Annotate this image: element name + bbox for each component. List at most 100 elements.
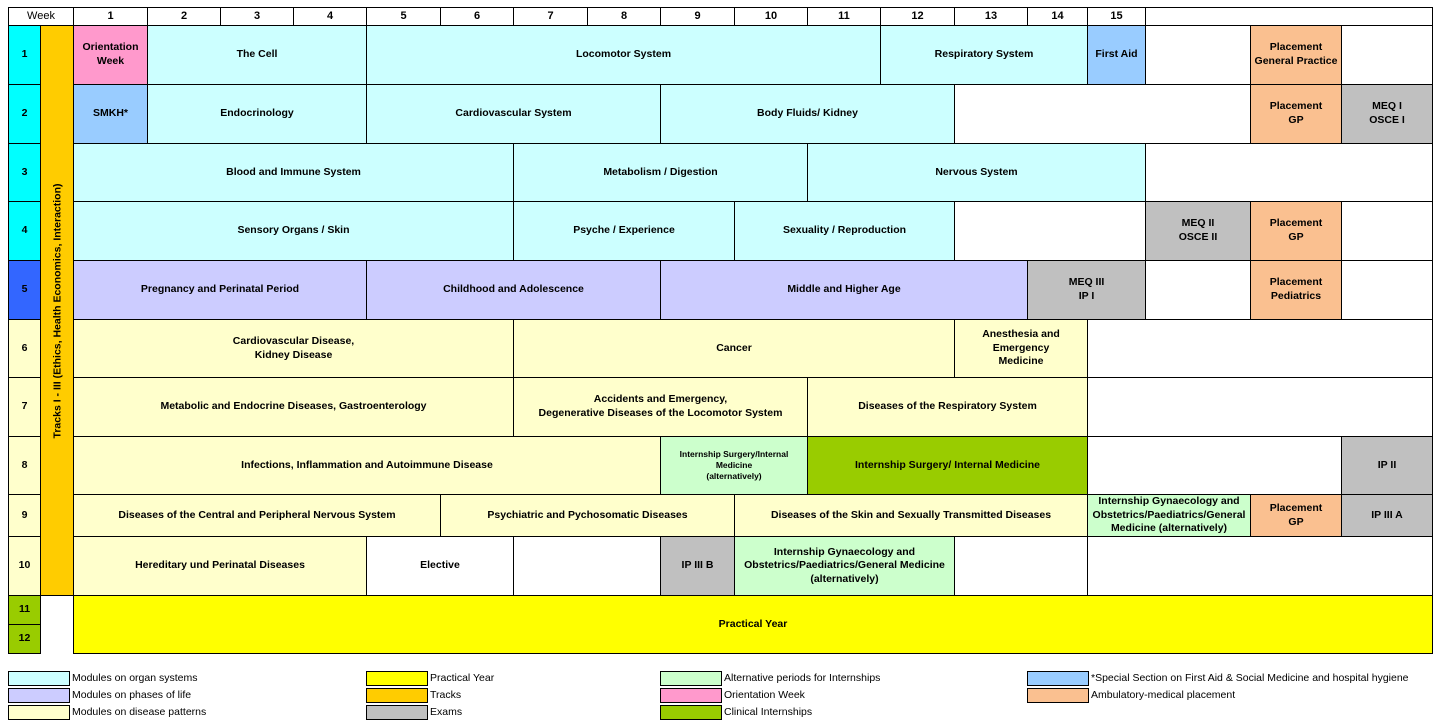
legend-label: Modules on organ systems — [72, 672, 198, 684]
legend-label: Orientation Week — [724, 689, 805, 701]
module-infections-inflammation-and-autoimmune-disease: Infections, Inflammation and Autoimmune … — [73, 436, 661, 495]
module-smkh: SMKH* — [73, 84, 148, 144]
legend-swatch — [1027, 671, 1089, 686]
legend-label: Practical Year — [430, 672, 495, 684]
week-header-9: 9 — [660, 7, 735, 26]
module-empty — [1341, 201, 1433, 261]
module-meq-ii-osce-ii: MEQ II OSCE II — [1145, 201, 1251, 261]
tracks-bar: Tracks I - III (Ethics, Health Economics… — [40, 25, 74, 596]
module-internship-gynaecology-and-obstetrics-paediatrics-general-medicine-alternatively: Internship Gynaecology and Obstetrics/Pa… — [1087, 494, 1251, 537]
module-placement-gp: Placement GP — [1250, 84, 1342, 144]
module-the-cell: The Cell — [147, 25, 367, 85]
module-sensory-organs-skin: Sensory Organs / Skin — [73, 201, 514, 261]
module-nervous-system: Nervous System — [807, 143, 1146, 202]
legend-swatch — [1027, 688, 1089, 703]
week-header-12: 12 — [880, 7, 955, 26]
week-header-5: 5 — [366, 7, 441, 26]
module-ip-iii-b: IP III B — [660, 536, 735, 596]
module-respiratory-system: Respiratory System — [880, 25, 1088, 85]
legend-label: Clinical Internships — [724, 706, 813, 718]
module-internship-gynaecology-and-obstetrics-paediatrics-general-medicine-alternatively: Internship Gynaecology and Obstetrics/Pa… — [734, 536, 955, 596]
week-header-1: 1 — [73, 7, 148, 26]
week-header-blank — [1145, 7, 1433, 26]
module-body-fluids-kidney: Body Fluids/ Kidney — [660, 84, 955, 144]
module-sexuality-reproduction: Sexuality / Reproduction — [734, 201, 955, 261]
practical-year: Practical Year — [73, 595, 1433, 654]
legend-label: Ambulatory-medical placement — [1091, 689, 1236, 701]
week-header-label: Week — [8, 7, 74, 26]
module-placement-gp: Placement GP — [1250, 201, 1342, 261]
module-locomotor-system: Locomotor System — [366, 25, 881, 85]
legend-swatch — [366, 705, 428, 720]
legend-swatch — [8, 705, 70, 720]
module-empty — [1145, 260, 1251, 320]
semester-label-10: 10 — [8, 536, 41, 596]
module-diseases-of-the-skin-and-sexually-transmitted-diseases: Diseases of the Skin and Sexually Transm… — [734, 494, 1088, 537]
module-internship-surgery-internal-medicine: Internship Surgery/ Internal Medicine — [807, 436, 1088, 495]
legend-swatch — [366, 671, 428, 686]
legend-label: Tracks — [430, 689, 462, 701]
semester-label-7: 7 — [8, 377, 41, 437]
semester-label-2: 2 — [8, 84, 41, 144]
module-empty — [1087, 536, 1433, 596]
module-ip-iii-a: IP III A — [1341, 494, 1433, 537]
legend-label: Modules on phases of life — [72, 689, 192, 701]
semester-label-8: 8 — [8, 436, 41, 495]
legend-swatch — [366, 688, 428, 703]
module-placement-pediatrics: Placement Pediatrics — [1250, 260, 1342, 320]
legend-swatch — [8, 688, 70, 703]
module-ip-ii: IP II — [1341, 436, 1433, 495]
module-meq-iii-ip-i: MEQ III IP I — [1027, 260, 1146, 320]
module-empty — [954, 84, 1251, 144]
legend-label: *Special Section on First Aid & Social M… — [1091, 672, 1409, 684]
week-header-6: 6 — [440, 7, 514, 26]
semester-label-3: 3 — [8, 143, 41, 202]
module-empty — [954, 201, 1146, 261]
module-diseases-of-the-central-and-peripheral-nervous-system: Diseases of the Central and Peripheral N… — [73, 494, 441, 537]
module-diseases-of-the-respiratory-system: Diseases of the Respiratory System — [807, 377, 1088, 437]
module-endocrinology: Endocrinology — [147, 84, 367, 144]
week-header-3: 3 — [220, 7, 294, 26]
week-header-8: 8 — [587, 7, 661, 26]
module-orientation-week: Orientation Week — [73, 25, 148, 85]
semester-label-6: 6 — [8, 319, 41, 378]
module-empty — [513, 536, 661, 596]
legend-swatch — [660, 688, 722, 703]
module-cardiovascular-disease-kidney-disease: Cardiovascular Disease, Kidney Disease — [73, 319, 514, 378]
week-header-14: 14 — [1027, 7, 1088, 26]
module-empty — [1087, 436, 1342, 495]
week-header-2: 2 — [147, 7, 221, 26]
module-empty — [1341, 25, 1433, 85]
legend-swatch — [660, 705, 722, 720]
legend-label: Modules on disease patterns — [72, 706, 207, 718]
module-childhood-and-adolescence: Childhood and Adolescence — [366, 260, 661, 320]
module-placement-general-practice: Placement General Practice — [1250, 25, 1342, 85]
module-pregnancy-and-perinatal-period: Pregnancy and Perinatal Period — [73, 260, 367, 320]
module-internship-surgery-internal-medicine-alternatively: Internship Surgery/Internal Medicine (al… — [660, 436, 808, 495]
module-placement-gp: Placement GP — [1250, 494, 1342, 537]
module-psyche-experience: Psyche / Experience — [513, 201, 735, 261]
module-hereditary-und-perinatal-diseases: Hereditary und Perinatal Diseases — [73, 536, 367, 596]
module-metabolism-digestion: Metabolism / Digestion — [513, 143, 808, 202]
module-accidents-and-emergency-degenerative-diseases-of-the-locomotor-system: Accidents and Emergency, Degenerative Di… — [513, 377, 808, 437]
week-header-13: 13 — [954, 7, 1028, 26]
tracks-label: Tracks I - III (Ethics, Health Economics… — [51, 183, 64, 438]
legend-swatch — [660, 671, 722, 686]
semester-label-1: 1 — [8, 25, 41, 85]
semester-label-5: 5 — [8, 260, 41, 320]
legend-swatch — [8, 671, 70, 686]
semester-label-11: 11 — [8, 595, 41, 625]
module-empty — [1087, 319, 1433, 378]
legend-label: Exams — [430, 706, 463, 718]
module-empty — [1341, 260, 1433, 320]
week-header-4: 4 — [293, 7, 367, 26]
module-meq-i-osce-i: MEQ I OSCE I — [1341, 84, 1433, 144]
week-header-10: 10 — [734, 7, 808, 26]
module-first-aid: First Aid — [1087, 25, 1146, 85]
legend-label: Alternative periods for Internships — [724, 672, 881, 684]
week-header-15: 15 — [1087, 7, 1146, 26]
module-blood-and-immune-system: Blood and Immune System — [73, 143, 514, 202]
module-elective: Elective — [366, 536, 514, 596]
semester-label-12: 12 — [8, 624, 41, 654]
